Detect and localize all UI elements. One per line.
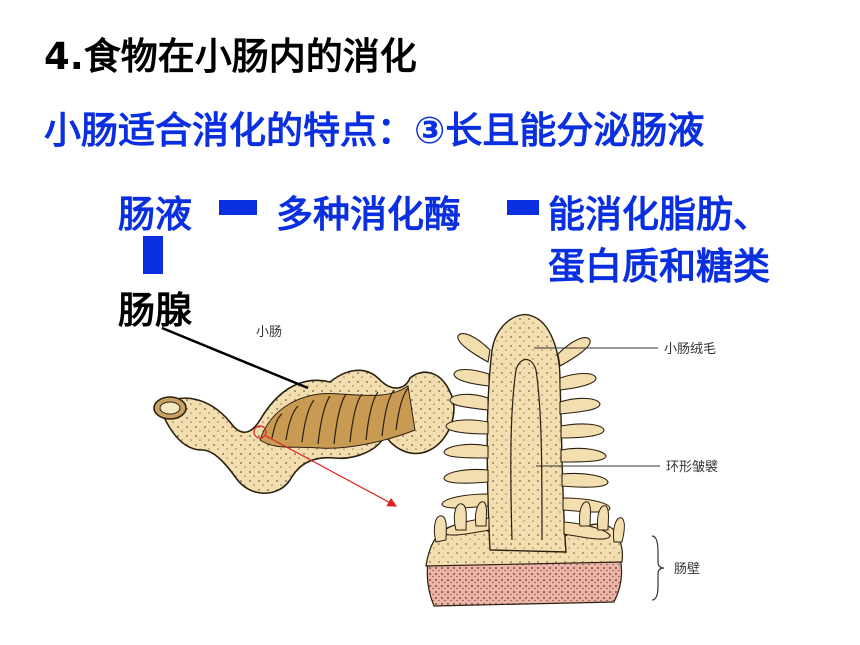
magnify-arrow bbox=[265, 435, 398, 507]
flow-connector-bar bbox=[507, 200, 539, 215]
small-intestine-diagram: 小肠 bbox=[153, 314, 718, 607]
flow-connector-bar-vertical bbox=[143, 236, 163, 274]
enzymes-text: 多种消化酶 bbox=[276, 193, 461, 236]
function-text-line2: 蛋白质和糖类 bbox=[548, 245, 770, 288]
label-circular-folds: 环形皱襞 bbox=[666, 459, 718, 475]
intestinal-gland-text: 肠腺 bbox=[118, 289, 192, 332]
subtitle: 小肠适合消化的特点：③长且能分泌肠液 bbox=[44, 109, 705, 152]
flow-connector-bar bbox=[219, 200, 257, 215]
label-villi: 小肠绒毛 bbox=[664, 342, 716, 357]
gland-leader-line bbox=[161, 326, 309, 390]
page-title: 4.食物在小肠内的消化 bbox=[44, 35, 417, 78]
small-intestine-tube bbox=[153, 369, 455, 494]
function-text-line1: 能消化脂肪、 bbox=[548, 193, 770, 236]
intestinal-juice-text: 肠液 bbox=[118, 193, 192, 236]
label-small-intestine: 小肠 bbox=[256, 325, 282, 340]
wall-brace bbox=[651, 535, 665, 601]
villus-section bbox=[425, 314, 625, 607]
label-intestinal-wall: 肠壁 bbox=[674, 562, 700, 577]
